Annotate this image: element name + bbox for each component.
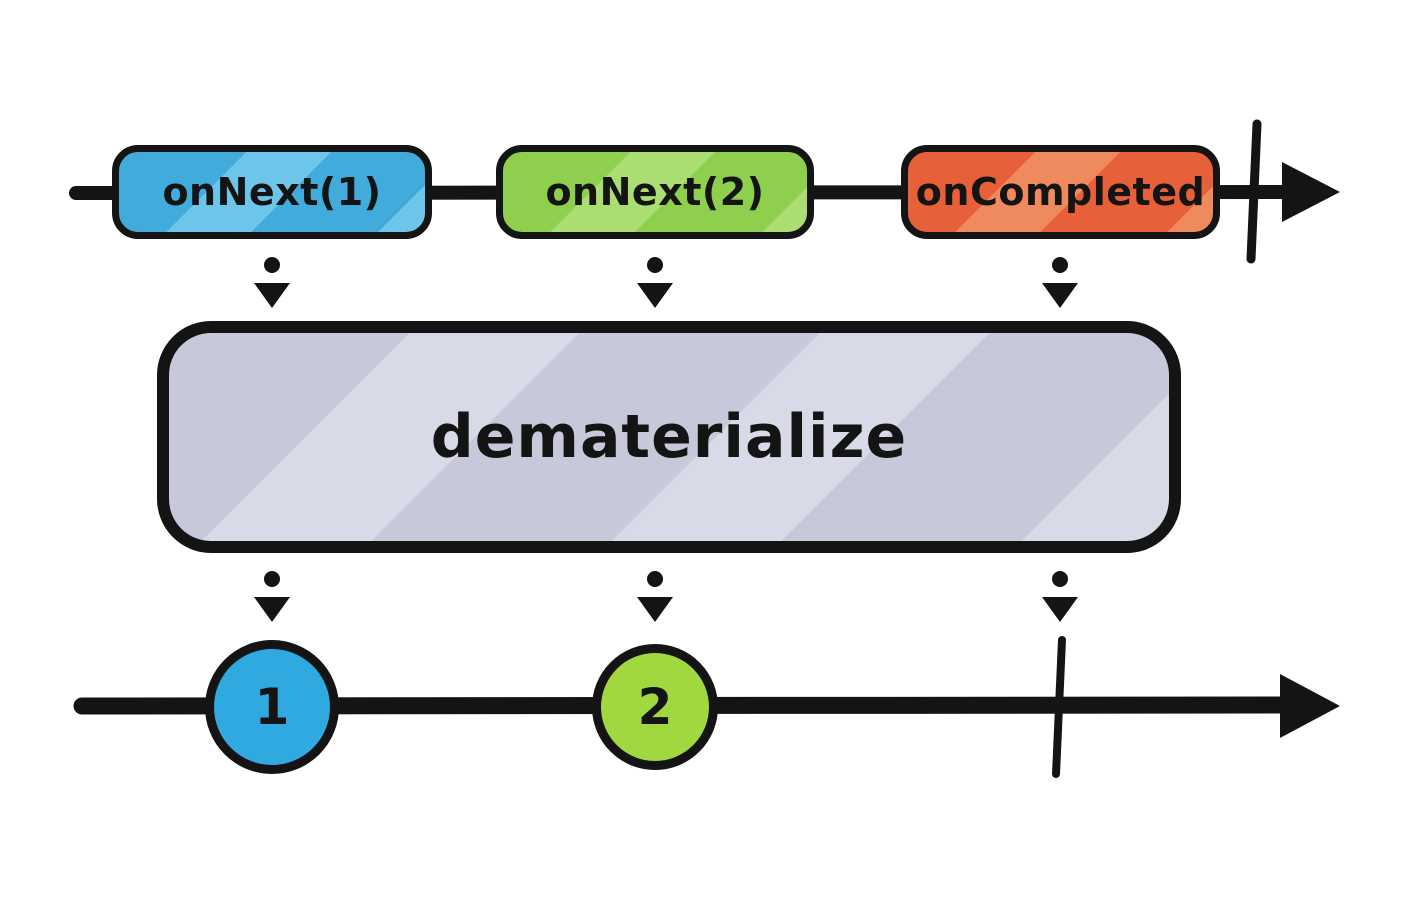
output-marble-2: 2 bbox=[592, 644, 718, 770]
down-arrow-icon bbox=[254, 597, 290, 622]
output-timeline-arrowhead-icon bbox=[1280, 674, 1340, 738]
output-marble-label: 2 bbox=[637, 678, 673, 736]
down-arrow-icon bbox=[254, 283, 290, 308]
output-marble-label: 1 bbox=[254, 678, 290, 736]
dotted-arrow-dot bbox=[647, 257, 663, 273]
dotted-arrow-dot bbox=[1052, 257, 1068, 273]
dotted-arrow-dot bbox=[1052, 571, 1068, 587]
output-marble-1: 1 bbox=[205, 640, 339, 774]
source-event-label: onNext(1) bbox=[162, 170, 382, 214]
source-event-box-onnext-2: onNext(2) bbox=[496, 145, 814, 239]
source-completion-tick bbox=[1246, 119, 1262, 264]
source-event-label: onCompleted bbox=[915, 170, 1206, 214]
dotted-arrow-dot bbox=[264, 571, 280, 587]
source-event-label: onNext(2) bbox=[545, 170, 765, 214]
source-event-box-oncompleted: onCompleted bbox=[901, 145, 1220, 239]
source-event-box-onnext-1: onNext(1) bbox=[112, 145, 432, 239]
operator-box: dematerialize bbox=[157, 321, 1181, 553]
operator-label: dematerialize bbox=[430, 402, 908, 472]
dotted-arrow-dot bbox=[647, 571, 663, 587]
down-arrow-icon bbox=[637, 597, 673, 622]
down-arrow-icon bbox=[1042, 283, 1078, 308]
source-timeline-arrowhead-icon bbox=[1282, 162, 1340, 222]
output-completion-tick bbox=[1052, 636, 1066, 778]
dotted-arrow-dot bbox=[264, 257, 280, 273]
down-arrow-icon bbox=[1042, 597, 1078, 622]
down-arrow-icon bbox=[637, 283, 673, 308]
